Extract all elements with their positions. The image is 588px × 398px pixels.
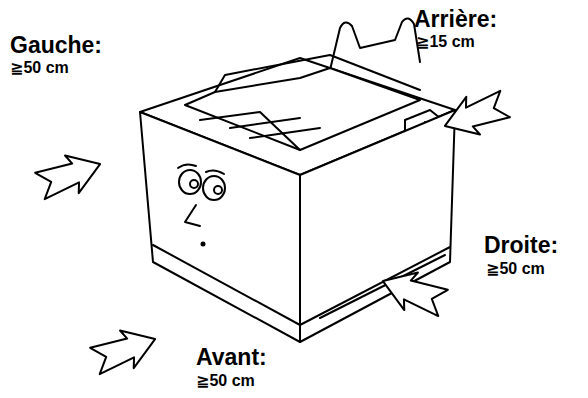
pupil-right xyxy=(214,186,222,194)
pupil-left xyxy=(190,180,198,188)
printer-cover xyxy=(185,68,420,150)
eye-left xyxy=(179,170,201,194)
printer-side xyxy=(300,110,455,342)
mouth xyxy=(202,243,205,246)
paper-lines xyxy=(230,118,320,138)
side-label: Gauche: xyxy=(10,34,102,57)
clearance-dimension: ≧50 cm xyxy=(486,261,545,277)
arrow-left xyxy=(33,145,107,204)
side-label: Avant: xyxy=(196,346,267,369)
arrow-rear xyxy=(438,85,512,144)
eyebrows xyxy=(178,164,224,174)
printer-cover-back xyxy=(215,55,420,92)
arrow-right xyxy=(376,262,450,321)
side-label: Arrière: xyxy=(414,8,497,31)
printer-front xyxy=(140,112,300,342)
clearance-dimension: ≧50 cm xyxy=(196,373,255,389)
paper-support xyxy=(330,18,420,70)
arrow-front xyxy=(88,320,162,379)
side-label: Droite: xyxy=(484,234,558,257)
eye-right xyxy=(203,176,225,200)
clearance-dimension: ≧15 cm xyxy=(416,34,475,50)
paper-cassette-line xyxy=(153,245,450,325)
nose xyxy=(185,205,200,226)
clearance-dimension: ≧50 cm xyxy=(10,60,69,76)
